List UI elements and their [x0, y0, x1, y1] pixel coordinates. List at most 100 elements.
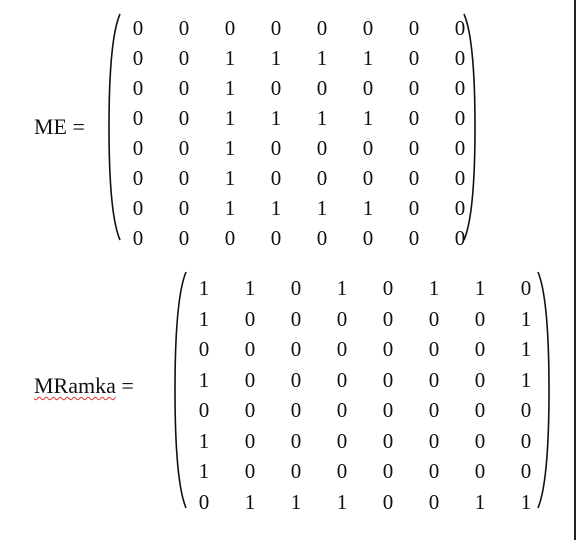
matrix-cell: 0 [362, 136, 374, 160]
matrix-cell: 0 [244, 428, 256, 453]
matrix-cell: 0 [474, 337, 486, 361]
matrix-cell: 0 [132, 196, 144, 220]
matrix-cell: 1 [198, 428, 210, 453]
matrix-cell: 1 [362, 196, 374, 220]
matrix-cell: 0 [198, 398, 210, 422]
matrix-cell: 1 [224, 196, 236, 220]
matrix-cell: 0 [336, 337, 348, 361]
matrix-cell: 0 [178, 46, 190, 70]
right-parenthesis [463, 13, 476, 241]
matrix-cell: 1 [244, 489, 256, 514]
matrix-cell: 1 [270, 46, 282, 70]
matrix-label-mramka: MRamka = [34, 373, 134, 399]
matrix-cell: 0 [270, 76, 282, 100]
matrix-cell: 0 [178, 16, 190, 40]
matrix-cell: 0 [408, 136, 420, 160]
equals-sign: = [115, 373, 134, 398]
matrix-cell: 0 [454, 76, 466, 100]
matrix-cell: 1 [198, 306, 210, 331]
matrix-cell: 0 [428, 367, 440, 392]
matrix-cell: 0 [336, 459, 348, 483]
matrix-cell: 0 [520, 276, 532, 300]
matrix-cell: 0 [408, 106, 420, 130]
matrix-cell: 1 [224, 106, 236, 130]
matrix-cell: 0 [454, 226, 466, 250]
matrix-cell: 1 [198, 459, 210, 483]
matrix-cell: 0 [198, 489, 210, 514]
matrix-cell: 0 [132, 46, 144, 70]
matrix-cell: 0 [244, 306, 256, 331]
matrix-cell: 0 [474, 367, 486, 392]
matrix-cell: 0 [382, 337, 394, 361]
page-right-border [574, 0, 576, 540]
matrix-cell: 0 [408, 46, 420, 70]
matrix-cell: 0 [316, 226, 328, 250]
matrix-cell: 0 [454, 16, 466, 40]
matrix-cell: 0 [244, 398, 256, 422]
matrix-cell: 0 [408, 226, 420, 250]
matrix-cell: 0 [362, 226, 374, 250]
matrix-cell: 0 [362, 16, 374, 40]
matrix-cell: 0 [382, 398, 394, 422]
matrix-cell: 0 [316, 166, 328, 190]
right-parenthesis [537, 271, 550, 509]
matrix-cell: 0 [336, 367, 348, 392]
matrix-cell: 1 [474, 276, 486, 300]
matrix-cell: 0 [244, 459, 256, 483]
matrix-cell: 0 [428, 337, 440, 361]
matrix-cell: 1 [224, 46, 236, 70]
matrix-cell: 1 [198, 276, 210, 300]
matrix-cell: 1 [336, 276, 348, 300]
matrix-cell: 1 [520, 306, 532, 331]
matrix-cell: 1 [224, 76, 236, 100]
matrix-cell: 1 [224, 136, 236, 160]
matrix-cell: 0 [270, 136, 282, 160]
matrix-cell: 0 [270, 166, 282, 190]
matrix-cell: 0 [178, 226, 190, 250]
matrix-cell: 0 [316, 76, 328, 100]
matrix-cell: 0 [454, 46, 466, 70]
matrix-cell: 0 [382, 459, 394, 483]
matrix-cell: 0 [454, 166, 466, 190]
matrix-cell: 1 [316, 196, 328, 220]
matrix-cell: 0 [290, 428, 302, 453]
matrix-cell: 0 [382, 276, 394, 300]
matrix-cell: 0 [132, 136, 144, 160]
matrix-name: MRamka [34, 373, 116, 398]
matrix-cell: 1 [270, 106, 282, 130]
matrix-cell: 0 [224, 16, 236, 40]
matrix-cell: 0 [178, 166, 190, 190]
matrix-cell: 0 [474, 459, 486, 483]
matrix-cell: 1 [316, 106, 328, 130]
matrix-cell: 1 [198, 367, 210, 392]
matrix-cell: 0 [244, 367, 256, 392]
matrix-cell: 0 [336, 428, 348, 453]
matrix-cell: 1 [520, 367, 532, 392]
matrix-cell: 1 [224, 166, 236, 190]
matrix-cell: 0 [382, 489, 394, 514]
matrix-cell: 0 [132, 76, 144, 100]
matrix-cell: 0 [382, 428, 394, 453]
matrix-cell: 0 [474, 428, 486, 453]
matrix-cell: 0 [290, 337, 302, 361]
matrix-cell: 0 [362, 166, 374, 190]
matrix-cell: 0 [474, 306, 486, 331]
matrix-cell: 0 [454, 196, 466, 220]
matrix-cell: 0 [408, 16, 420, 40]
matrix-cell: 0 [428, 428, 440, 453]
matrix-cell: 0 [428, 398, 440, 422]
matrix-cell: 1 [474, 489, 486, 514]
matrix-cell: 0 [520, 459, 532, 483]
matrix-cell: 1 [316, 46, 328, 70]
matrix-cell: 0 [316, 136, 328, 160]
matrix-cell: 0 [428, 306, 440, 331]
matrix-cell: 0 [382, 306, 394, 331]
matrix-cell: 0 [290, 459, 302, 483]
matrix-cell: 0 [290, 306, 302, 331]
matrix-label-me: ME = [34, 114, 85, 140]
matrix-cell: 0 [336, 398, 348, 422]
matrix-cell: 1 [362, 106, 374, 130]
matrix-cell: 0 [454, 106, 466, 130]
matrix-cell: 0 [520, 428, 532, 453]
matrix-cell: 0 [178, 136, 190, 160]
